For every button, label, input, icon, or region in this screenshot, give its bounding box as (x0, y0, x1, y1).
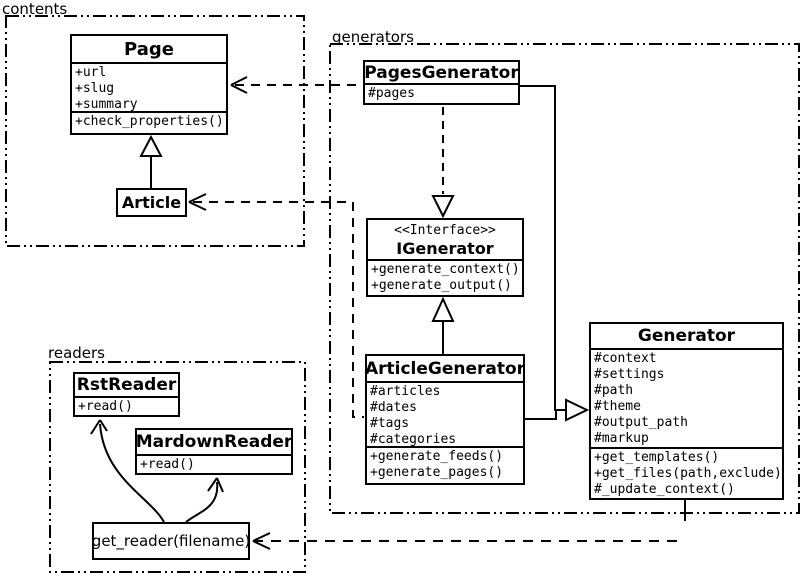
class-generator-method-get-files: +get_files(path,exclude) (594, 466, 782, 481)
arrow-pagesgenerator-implements-igenerator (431, 107, 455, 219)
class-article-generator-attr-tags: #tags (370, 416, 410, 431)
class-igenerator-stereotype: <<Interface>> (394, 223, 496, 238)
class-article-name: Article (121, 193, 182, 212)
arrow-articlegenerator-implements-igenerator (431, 296, 455, 354)
class-rst-reader-name: RstReader (76, 375, 177, 395)
class-rst-reader: RstReader +read() (73, 372, 180, 417)
arrow-pagesgenerator-uses-page (230, 76, 363, 94)
package-contents-border (5, 15, 305, 247)
class-pages-generator: PagesGenerator #pages (363, 60, 520, 105)
class-markdown-reader-name: MardownReader (135, 432, 293, 452)
class-pages-generator-attr-pages: #pages (368, 86, 415, 101)
class-article-generator-method-generate-feeds: +generate_feeds() (370, 449, 504, 464)
package-label-contents: contents (2, 0, 68, 18)
class-generator-method-get-templates: +get_templates() (594, 450, 720, 465)
class-igenerator-name: IGenerator (396, 239, 494, 258)
class-generator-attr-context: #context (594, 351, 657, 366)
class-article-generator-attr-dates: #dates (370, 400, 417, 415)
class-pages-generator-name: PagesGenerator (364, 62, 519, 83)
class-generator-attr-theme: #theme (594, 399, 641, 414)
class-generator-attr-markup: #markup (594, 431, 649, 446)
class-page-attr-slug: +slug (75, 81, 115, 96)
class-markdown-reader-method-read: +read() (140, 457, 195, 472)
arrow-getreader-to-rstreader (90, 419, 165, 523)
class-article-generator: ArticleGenerator #articles #dates #tags … (365, 354, 525, 485)
class-generator-attr-output-path: #output_path (594, 415, 688, 430)
class-generator-name: Generator (637, 326, 736, 346)
function-get-reader-label: get_reader(filename) (91, 532, 251, 550)
class-article-generator-method-generate-pages: +generate_pages() (370, 465, 504, 480)
class-igenerator: <<Interface>> IGenerator +generate_conte… (366, 218, 524, 297)
class-page-method-check-properties: +check_properties() (75, 114, 224, 129)
arrow-generator-uses-getreader (252, 500, 686, 550)
class-generator-method-update-context: #_update_context() (594, 482, 735, 497)
class-igenerator-method-generate-context: +generate_context() (371, 262, 520, 277)
class-page: Page +url +slug +summary +check_properti… (70, 34, 228, 135)
package-readers-border (49, 361, 306, 573)
class-generator-attr-path: #path (594, 383, 634, 398)
class-page-attr-summary: +summary (75, 97, 138, 112)
class-article-generator-name: ArticleGenerator (364, 358, 526, 379)
arrow-article-extends-page (139, 134, 163, 188)
class-markdown-reader: MardownReader +read() (135, 428, 293, 475)
function-get-reader: get_reader(filename) (92, 522, 250, 560)
class-igenerator-method-generate-output: +generate_output() (371, 278, 512, 293)
arrow-getreader-to-markdownreader (185, 477, 224, 523)
arrow-generators-extend-generator (520, 85, 590, 422)
class-page-name: Page (124, 38, 174, 60)
package-label-generators: generators (332, 28, 414, 46)
class-page-attr-url: +url (75, 65, 107, 80)
class-generator: Generator #context #settings #path #them… (589, 322, 784, 500)
package-label-readers: readers (48, 344, 105, 362)
class-article-generator-attr-categories: #categories (370, 432, 457, 447)
arrow-articlegenerator-uses-article (188, 193, 364, 418)
class-article: Article (116, 188, 187, 217)
class-rst-reader-method-read: +read() (78, 399, 133, 414)
package-generators-border (329, 43, 800, 514)
class-generator-attr-settings: #settings (594, 367, 665, 382)
class-article-generator-attr-articles: #articles (370, 384, 441, 399)
